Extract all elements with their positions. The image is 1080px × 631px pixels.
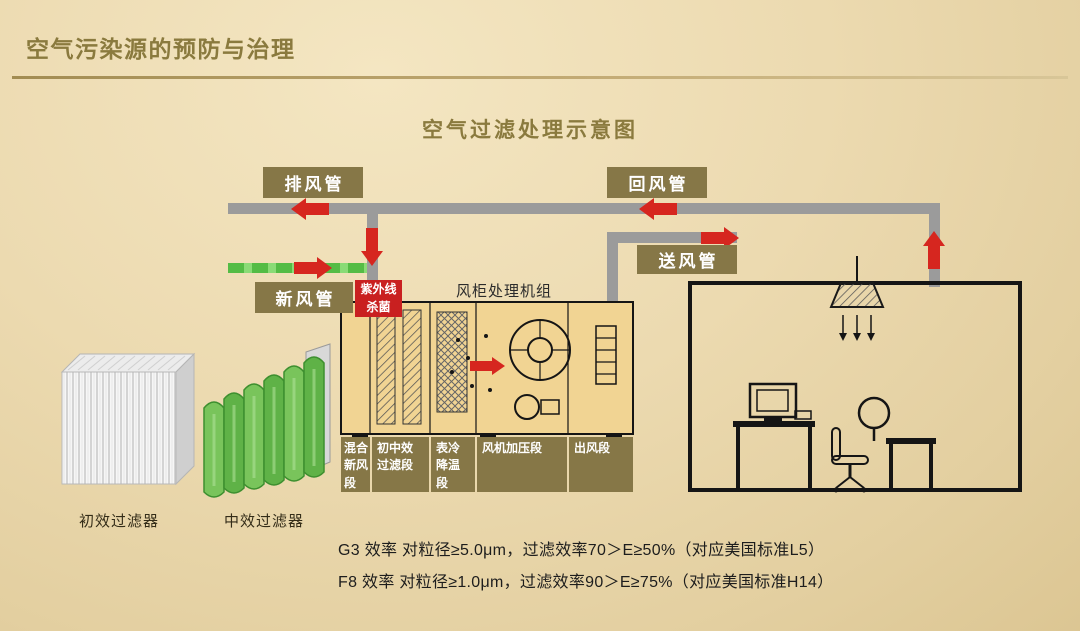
return-arrow-left bbox=[639, 198, 677, 220]
fresh-duct-label: 新风管 bbox=[255, 282, 353, 313]
medium-filter-image bbox=[203, 343, 331, 498]
note-g3: G3 效率 对粒径≥5.0μm，过滤效率70＞E≥50%（对应美国标准L5） bbox=[338, 542, 825, 559]
fan-drawing bbox=[509, 319, 571, 420]
ahu-airflow-arrow bbox=[470, 357, 505, 375]
supply-duct-pipe-horizontal bbox=[615, 232, 737, 243]
note-f8: F8 效率 对粒径≥1.0μm，过滤效率90＞E≥75%（对应美国标准H14） bbox=[338, 574, 834, 591]
person-figure bbox=[857, 396, 891, 441]
outlet-louver bbox=[595, 325, 617, 385]
header-divider bbox=[12, 76, 1068, 79]
return-duct-label: 回风管 bbox=[607, 167, 707, 198]
fresh-air-arrow-right bbox=[294, 257, 332, 279]
ahu-title: 风柜处理机组 bbox=[456, 283, 553, 300]
uv-sterilizer-label: 紫外线 杀菌 bbox=[355, 280, 402, 317]
ceiling-diffuser bbox=[829, 256, 885, 341]
primary-filter-caption: 初效过滤器 bbox=[78, 513, 159, 530]
supply-arrow-right bbox=[701, 227, 739, 249]
air-particles bbox=[450, 334, 492, 392]
cooling-coil bbox=[436, 311, 468, 413]
diagram-title: 空气过滤处理示意图 bbox=[422, 119, 638, 142]
mixing-arrow-down bbox=[361, 228, 383, 266]
exhaust-arrow-left bbox=[291, 198, 329, 220]
keyboard bbox=[794, 410, 812, 420]
return-arrow-up bbox=[923, 231, 945, 269]
uv-label-line1: 紫外线 bbox=[360, 282, 397, 297]
clean-room-drawing bbox=[688, 256, 1022, 493]
airflow-arrows bbox=[291, 198, 945, 279]
ahu-section-mixing: 混合新风段 bbox=[341, 437, 370, 492]
filter-section-hatch bbox=[376, 309, 422, 425]
side-table bbox=[886, 438, 936, 490]
exhaust-duct-label: 排风管 bbox=[263, 167, 363, 198]
exhaust-return-duct-pipe bbox=[228, 203, 940, 214]
supply-duct-pipe-vertical bbox=[607, 232, 618, 304]
office-chair bbox=[831, 427, 869, 493]
ahu-section-fan: 风机加压段 bbox=[477, 437, 567, 492]
uv-label-line2: 杀菌 bbox=[366, 299, 391, 314]
ahu-section-cooling: 表冷降温段 bbox=[431, 437, 475, 492]
page-title: 空气污染源的预防与治理 bbox=[26, 36, 296, 62]
ahu-section-prefilter: 初中效过滤段 bbox=[372, 437, 429, 492]
computer-desk bbox=[733, 382, 815, 490]
primary-filter-image bbox=[60, 352, 196, 486]
ahu-section-outlet: 出风段 bbox=[569, 437, 633, 492]
supply-duct-label: 送风管 bbox=[637, 245, 737, 274]
medium-filter-caption: 中效过滤器 bbox=[223, 513, 304, 530]
air-handling-unit-drawing bbox=[340, 301, 634, 441]
